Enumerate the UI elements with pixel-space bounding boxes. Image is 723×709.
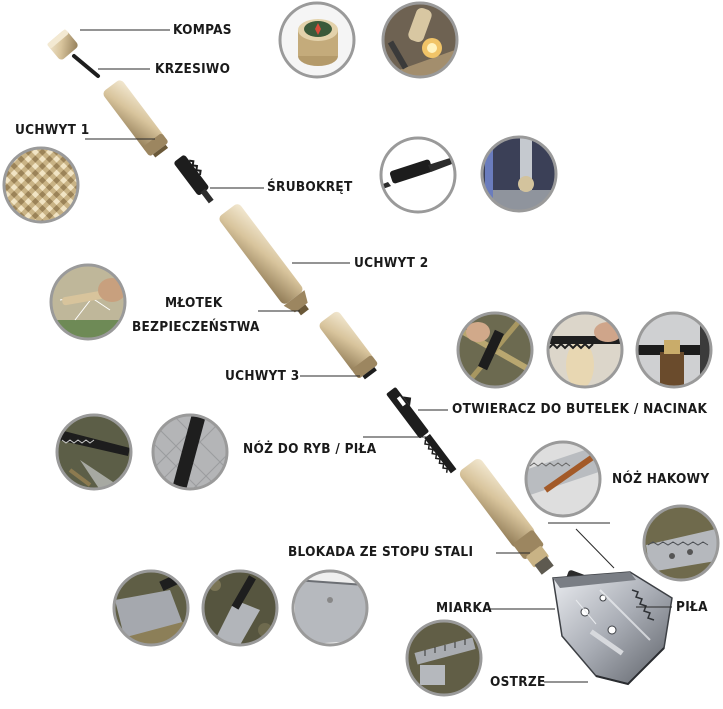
- label-mlotek: MŁOTEK: [165, 295, 223, 311]
- fish-knife-photo-icon: [55, 413, 133, 491]
- handle-3: [319, 311, 378, 380]
- rope-cutter-photo-icon: [456, 311, 534, 389]
- shovel-ground-photo-icon: [201, 569, 279, 647]
- lower-handle-lock: [459, 459, 554, 575]
- screwdriver-in-use-photo-icon: [480, 135, 558, 213]
- fire-starter-photo-icon: [381, 1, 459, 79]
- compass-cap: [47, 29, 100, 78]
- saw-blade-photo-icon: [151, 413, 229, 491]
- label-uchwyt-3: UCHWYT 3: [225, 368, 300, 384]
- shovel-blade-photo-icon: [291, 569, 369, 647]
- shovel-digging-photo-icon: [112, 569, 190, 647]
- label-miarka: MIARKA: [436, 600, 492, 616]
- bottle-opener-photo-icon: [635, 311, 713, 389]
- label-ostrze: OSTRZE: [490, 674, 546, 690]
- leader-lines: [80, 29, 672, 683]
- shovel-blade: [552, 570, 673, 686]
- screwdriver-bit-photo-icon: [379, 136, 457, 214]
- label-uchwyt-2: UCHWYT 2: [354, 255, 429, 271]
- handle-1: [103, 80, 169, 158]
- handle-2: [219, 204, 309, 316]
- bottle-opener-part: [386, 387, 429, 438]
- label-noz-hakowy: NÓŻ HAKOWY: [612, 471, 710, 487]
- knurled-grip-photo-icon: [2, 146, 80, 224]
- label-krzesiwo: KRZESIWO: [155, 61, 231, 77]
- shovel-saw-photo-icon: [642, 504, 720, 582]
- label-otwieracz: OTWIERACZ DO BUTELEK / NACINAK: [452, 401, 708, 417]
- label-srubokret: ŚRUBOKRĘT: [267, 179, 353, 195]
- label-uchwyt-1: UCHWYT 1: [15, 122, 90, 138]
- screwdriver-part: [174, 155, 214, 204]
- label-blokada: BLOKADA ZE STOPU STALI: [288, 544, 474, 560]
- compass-photo-icon: [278, 1, 356, 79]
- label-kompas: KOMPAS: [173, 22, 232, 38]
- label-bezpieczenstwa: BEZPIECZEŃSTWA: [132, 319, 260, 335]
- fish-knife-part: [424, 434, 457, 474]
- label-noz-do-ryb: NÓŻ DO RYB / PIŁA: [243, 441, 377, 457]
- hook-knife-photo-icon: [524, 440, 602, 518]
- label-pila: PIŁA: [676, 599, 708, 615]
- glass-hammer-photo-icon: [49, 263, 127, 341]
- ruler-photo-icon: [405, 619, 483, 697]
- saw-on-wood-photo-icon: [546, 311, 624, 389]
